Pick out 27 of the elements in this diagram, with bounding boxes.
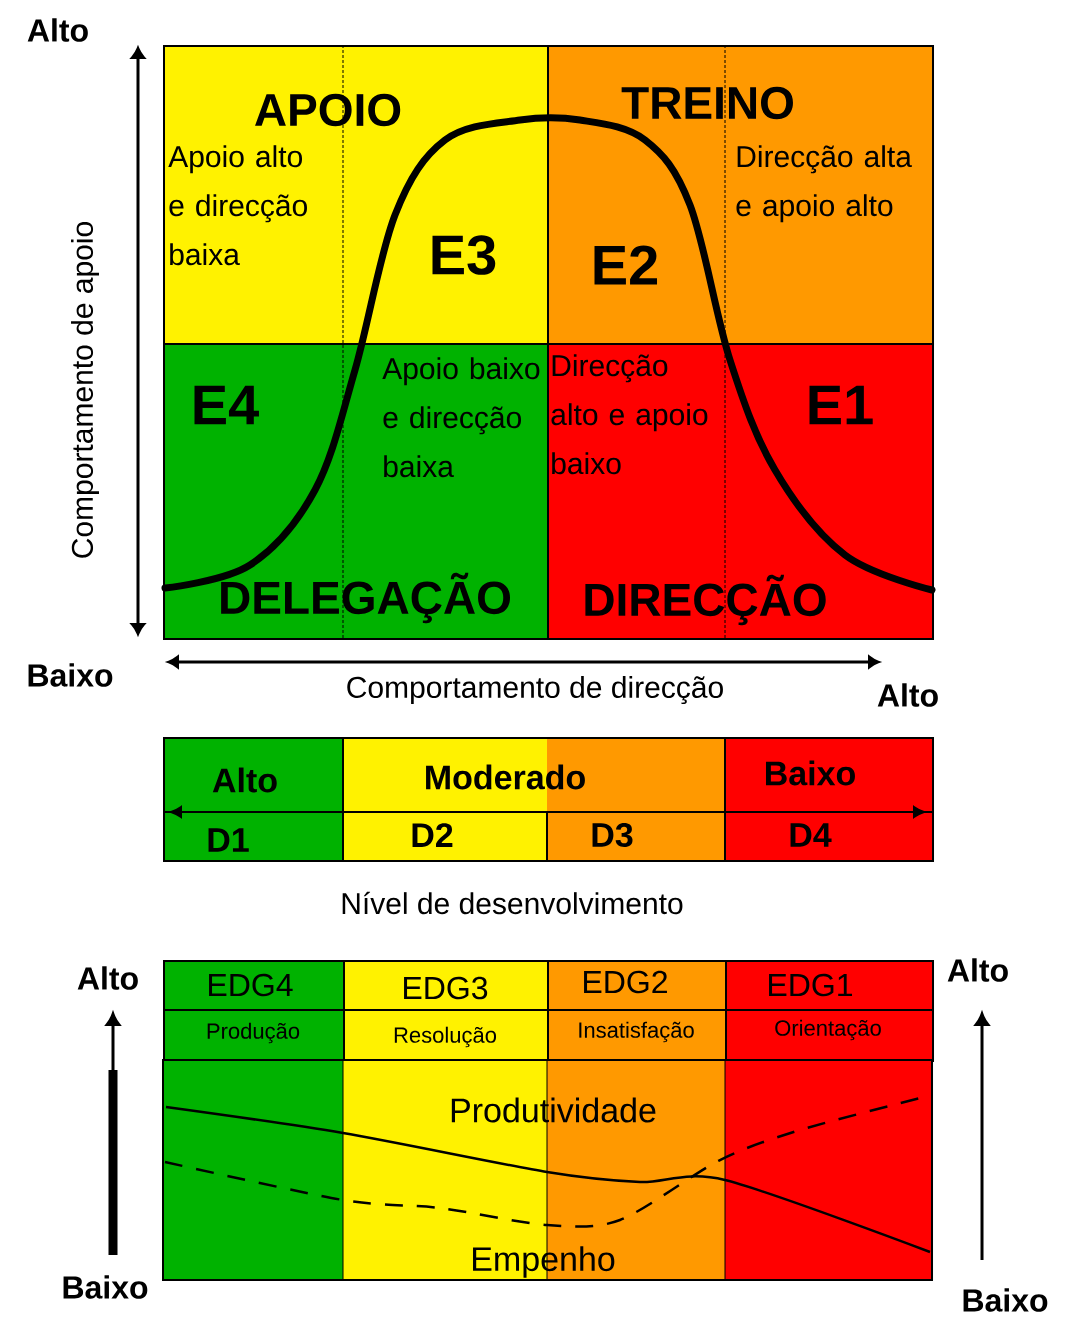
quadrant-box	[547, 45, 934, 345]
cell-text: Alto Moderado Baixo D1 D2 D3 D4	[208, 760, 855, 852]
scale-label: Baixo	[63, 1275, 148, 1299]
style-column	[162, 960, 345, 1062]
quadrant-text: APOIO Apoio alto e direcção baixa E3	[168, 93, 496, 275]
cell-text: EDG1 Orientação	[769, 973, 881, 1041]
level-bar	[162, 736, 934, 862]
scale-label: Baixo	[28, 663, 113, 687]
quadrant-box	[163, 343, 549, 640]
axis-title: Produtividade	[451, 1097, 656, 1123]
cell-text: EDG2 Insatisfação	[579, 970, 694, 1043]
quadrant-box	[163, 45, 549, 345]
style-column	[546, 960, 727, 1062]
quadrant-box	[547, 343, 934, 640]
axis-title: Comportamento de apoio	[71, 222, 99, 558]
style-column	[724, 960, 934, 1062]
axis-title: Nível de desenvolvimento	[342, 891, 683, 915]
cell-text: EDG3 Resolução	[394, 976, 497, 1048]
quadrant-text: Direcção alto e apoio baixo E1 DIRECÇÃO	[551, 354, 873, 626]
cell-text: EDG4 Produção	[207, 973, 300, 1044]
scale-label: Alto	[27, 18, 88, 42]
scale-label: Alto	[877, 683, 938, 707]
scale-label: Baixo	[963, 1288, 1048, 1312]
quadrant-text: TREINO E2 Direcção alta e apoio alto	[594, 86, 912, 285]
quadrant-text: E4 Apoio baixo e direcção baixa DELEGAÇÃO	[194, 357, 540, 624]
axis-title: Comportamento de direcção	[347, 675, 723, 705]
style-column	[342, 960, 549, 1062]
